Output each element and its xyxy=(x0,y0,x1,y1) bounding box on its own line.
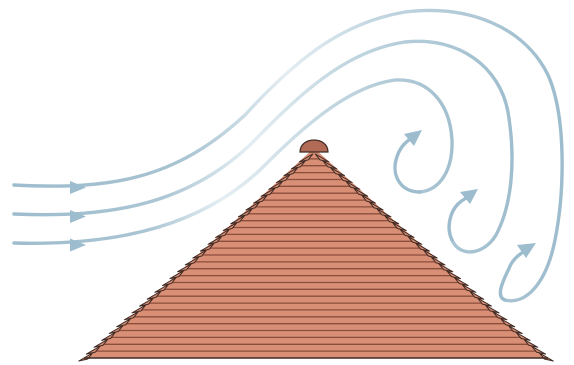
mound-summit-cap xyxy=(300,140,328,152)
vortex-eddy-1 xyxy=(395,130,422,192)
airflow-arrowhead-top xyxy=(70,181,86,194)
vortex-eddy-2 xyxy=(449,189,478,240)
